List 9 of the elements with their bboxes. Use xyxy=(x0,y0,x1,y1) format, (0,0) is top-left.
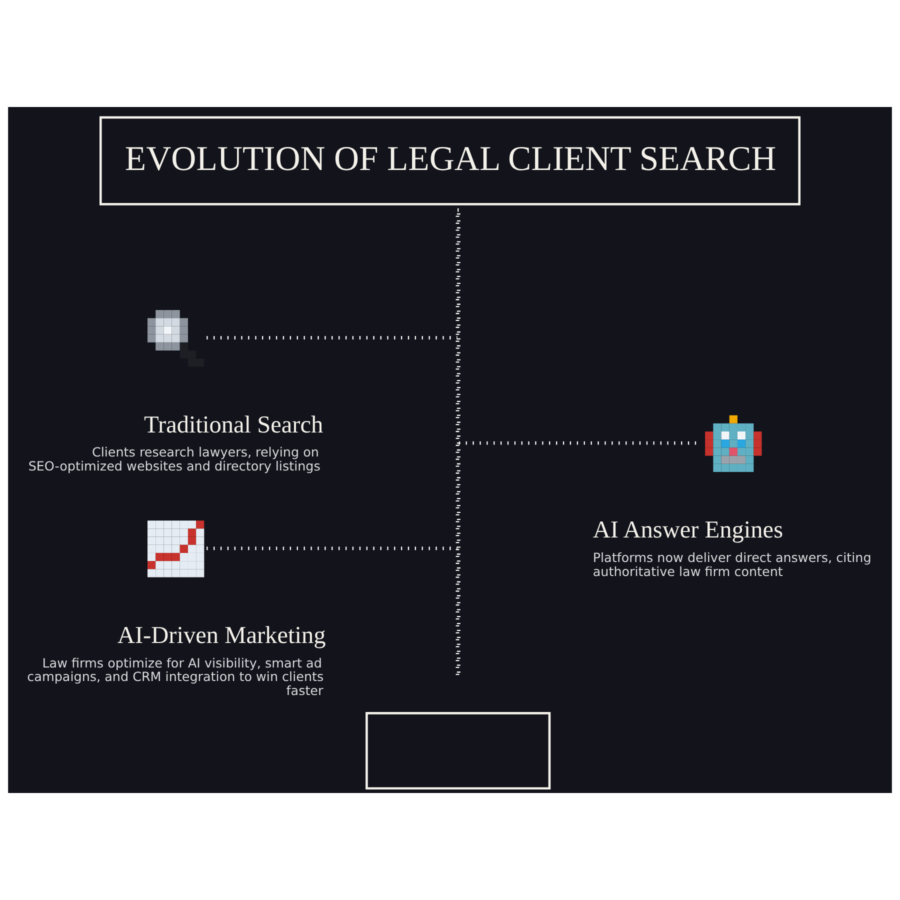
node-label: Platforms now deliver direct answers, citing authoritative law firm content xyxy=(592,550,872,579)
node-box xyxy=(366,712,551,790)
diagram-title: EVOLUTION OF LEGAL CLIENT SEARCH xyxy=(124,139,776,178)
node-label: AI Answer Engines xyxy=(592,516,784,544)
node-label: AI-Driven Marketing xyxy=(117,622,326,649)
node-label: Law firms optimize for AI visibility, smart ad campaigns, and CRM integration to win clients faster xyxy=(27,655,324,698)
node-bar xyxy=(456,208,460,678)
node-label: Traditional Search xyxy=(144,411,324,438)
node-label: Clients research lawyers, relying on SEO-optimized websites and directory listings xyxy=(28,444,320,474)
